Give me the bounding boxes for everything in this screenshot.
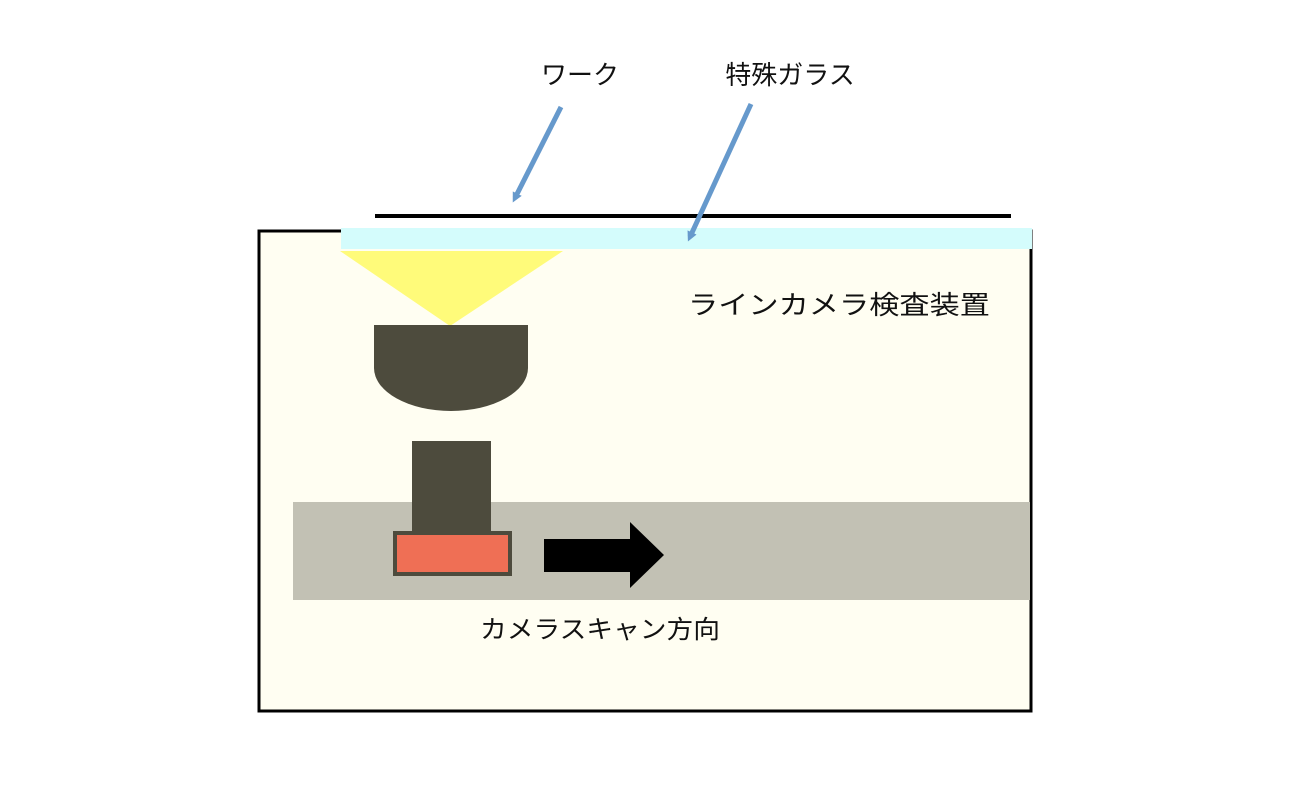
inspection-device-housing (257, 229, 1033, 713)
device-label: ラインカメラ検査装置 (688, 291, 990, 321)
camera-lens (374, 325, 528, 411)
camera-sensor (393, 531, 512, 576)
work-pointer-arrow (512, 105, 564, 203)
scan-direction-label: カメラスキャン方向 (480, 615, 720, 644)
special-glass-label: 特殊ガラス (725, 61, 854, 91)
work-label: ワーク (541, 61, 619, 91)
special-glass (341, 228, 1032, 249)
glass-pointer-arrow (687, 102, 754, 242)
camera-body (412, 441, 491, 533)
light-beam (340, 251, 563, 326)
scan-direction-arrow (544, 522, 664, 588)
